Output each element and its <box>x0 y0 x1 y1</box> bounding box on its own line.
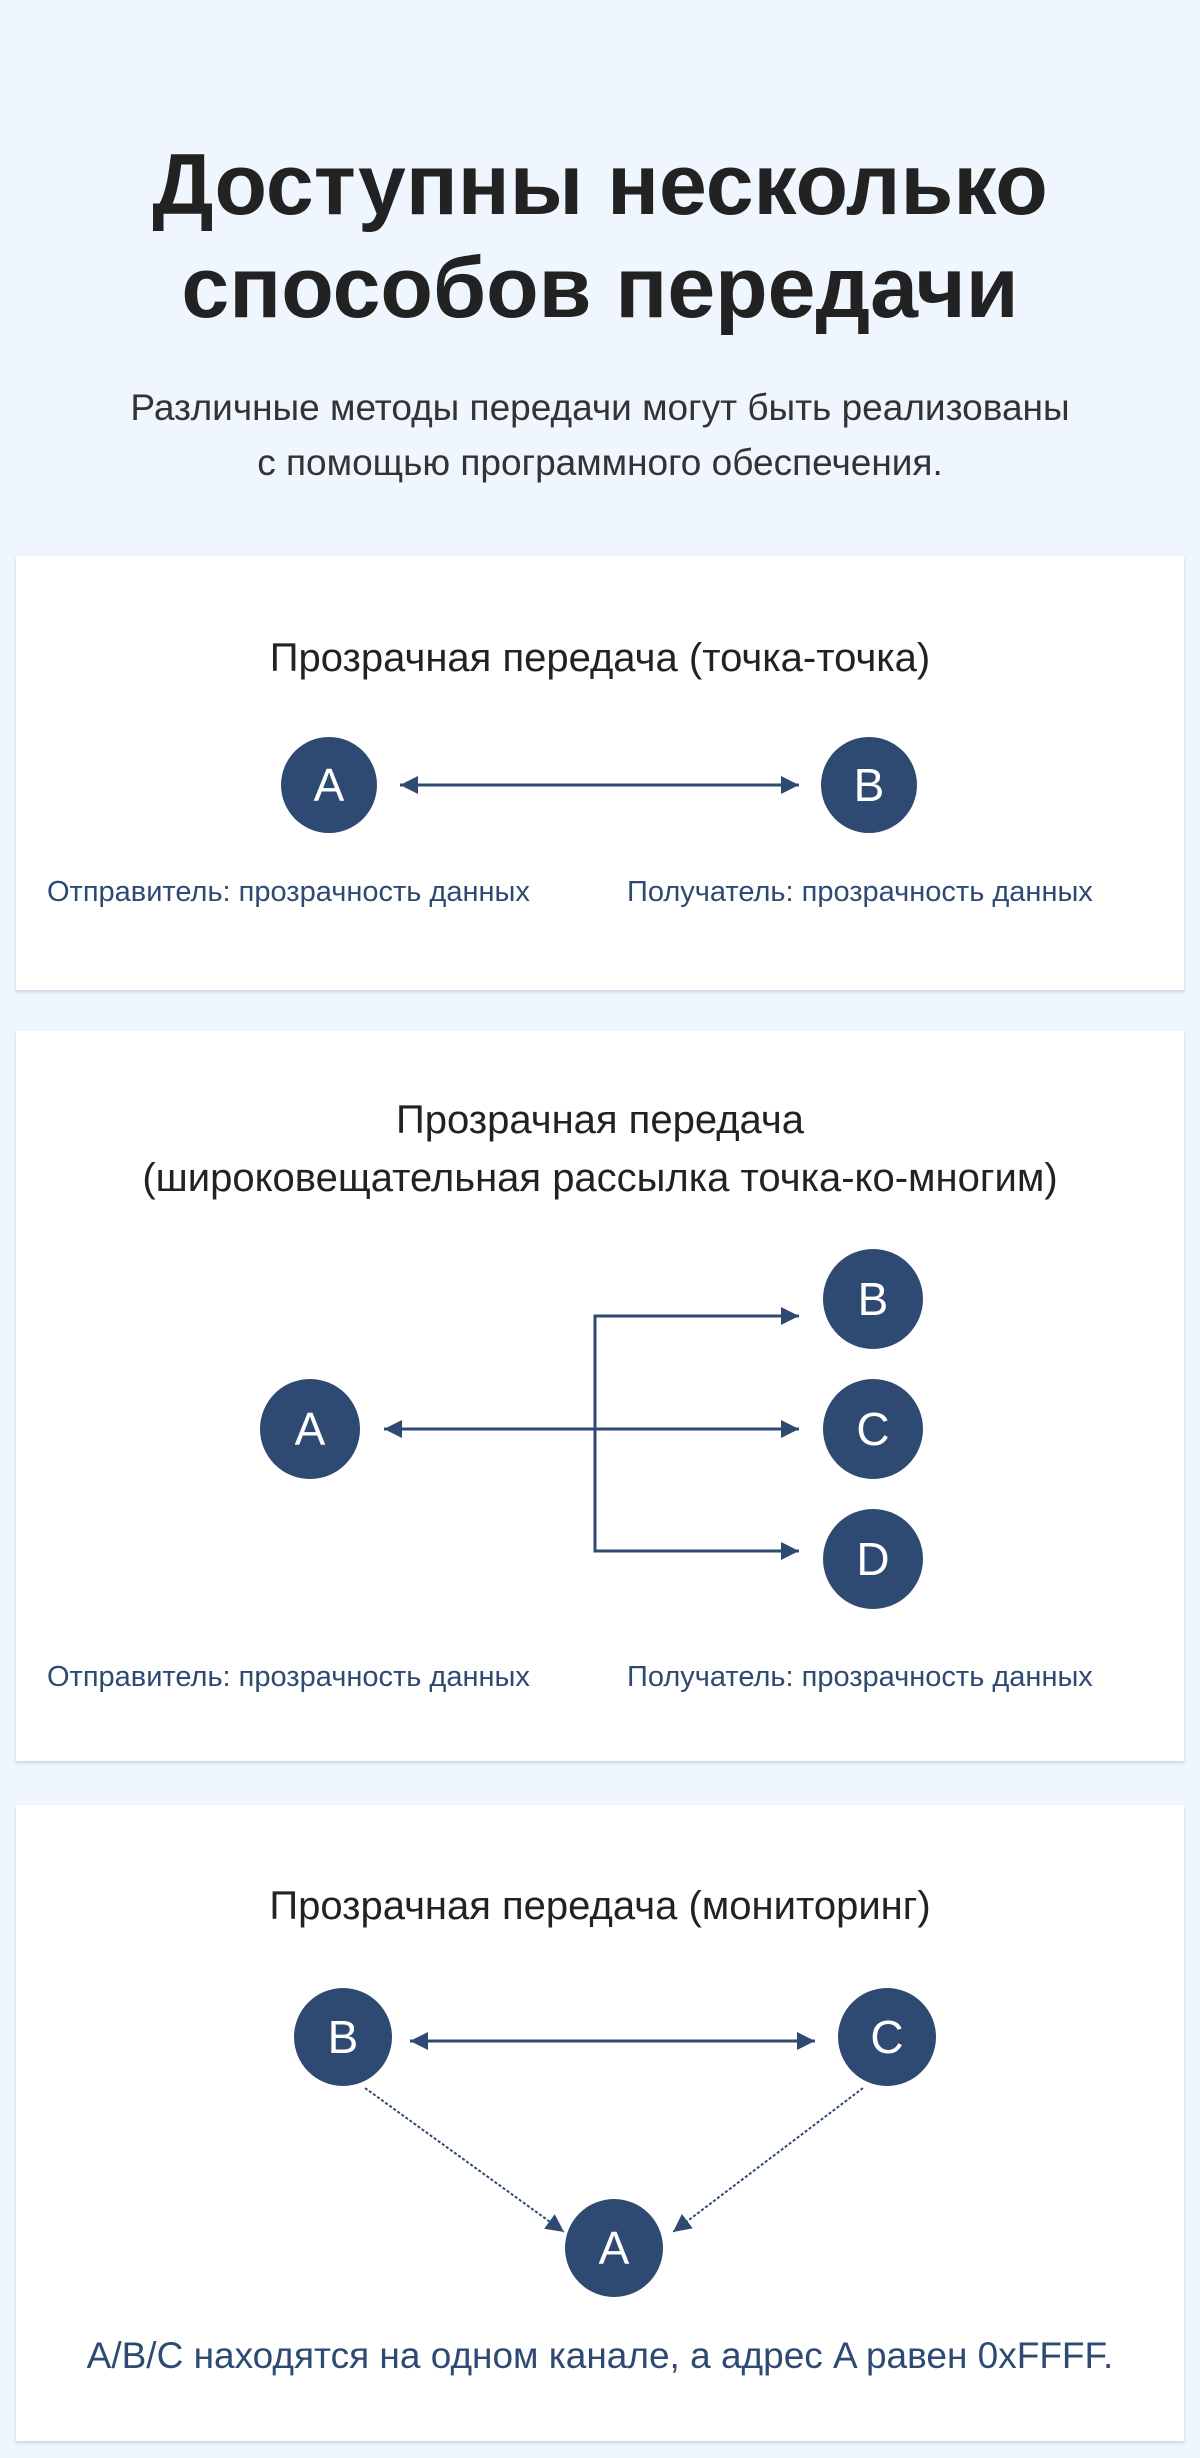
card-title: Прозрачная передача (точка-точка) <box>269 636 931 680</box>
page-subtitle-line2: с помощью программного обеспечения. <box>257 442 943 483</box>
receiver-label: Получатель: прозрачность данных <box>627 876 1093 908</box>
page-title-line1: Доступны несколько <box>152 137 1048 233</box>
page-subtitle-line1: Различные методы передачи могут быть реа… <box>130 387 1070 428</box>
card-title-line2: (широковещательная рассылка точка-ко-мно… <box>142 1156 1058 1200</box>
channel-note: A/B/C находятся на одном канале, а адрес… <box>86 2335 1114 2376</box>
dashed-arrow-c-a <box>672 2087 864 2233</box>
svg-text:A: A <box>295 1403 326 1455</box>
card-broadcast: Прозрачная передача (широковещательная р… <box>16 1031 1184 1761</box>
card-monitoring: Прозрачная передача (мониторинг) B C A A… <box>16 1805 1184 2441</box>
svg-text:A: A <box>599 2222 630 2274</box>
svg-text:D: D <box>856 1533 889 1585</box>
node-a: A <box>565 2199 663 2297</box>
svg-text:B: B <box>854 759 885 811</box>
node-c: C <box>838 1988 936 2086</box>
svg-text:C: C <box>856 1403 889 1455</box>
node-b: B <box>823 1249 923 1349</box>
node-d: D <box>823 1509 923 1609</box>
receiver-label: Получатель: прозрачность данных <box>627 1661 1093 1693</box>
branch-line <box>593 1314 799 1553</box>
svg-text:A: A <box>314 759 345 811</box>
svg-text:B: B <box>858 1273 889 1325</box>
node-b: B <box>294 1988 392 2086</box>
node-a: A <box>281 737 377 833</box>
card-point-to-point: Прозрачная передача (точка-точка) A B От… <box>16 556 1184 990</box>
svg-text:B: B <box>328 2011 359 2063</box>
svg-text:C: C <box>870 2011 903 2063</box>
node-a: A <box>260 1379 360 1479</box>
card-title-line1: Прозрачная передача <box>395 1098 804 1142</box>
sender-label: Отправитель: прозрачность данных <box>47 876 530 908</box>
node-c: C <box>823 1379 923 1479</box>
page-title-line2: способов передачи <box>181 240 1019 336</box>
dashed-arrow-b-a <box>364 2087 565 2233</box>
card-title: Прозрачная передача (мониторинг) <box>269 1884 931 1928</box>
diagram-monitoring: B C A <box>294 1988 936 2297</box>
diagram-point-to-point: A B <box>281 737 917 833</box>
diagram-broadcast: A B C D <box>260 1249 923 1609</box>
sender-label: Отправитель: прозрачность данных <box>47 1661 530 1693</box>
node-b: B <box>821 737 917 833</box>
